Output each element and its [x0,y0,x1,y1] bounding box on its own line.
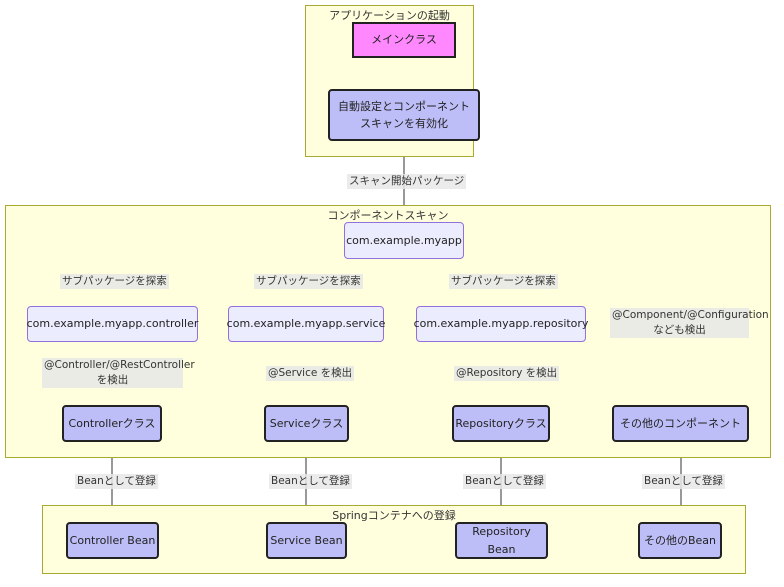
edge-label-sub-repository: サブパッケージを探索 [449,274,558,290]
edge-label-detect-controller: @Controller/@RestController を検出 [42,358,195,389]
edge-label-bean-service: Beanとして登録 [269,474,352,490]
base-package-node: com.example.myapp [344,222,464,259]
cluster-container-registration: Springコンテナへの登録 [42,505,746,574]
edge-label-sub-controller: サブパッケージを探索 [60,274,169,290]
controller-class-node: Controllerクラス [62,405,162,442]
edge-label-bean-controller: Beanとして登録 [75,474,158,490]
controller-package-node: com.example.myapp.controller [27,306,198,342]
edge-label-detect-other: @Component/@Configuration なども検出 [610,308,769,339]
service-class-node: Serviceクラス [264,405,349,442]
other-bean-node: その他のBean [638,522,722,559]
edge-label-bean-other: Beanとして登録 [642,474,725,490]
cluster-startup-title: アプリケーションの起動 [329,9,450,22]
cluster-scan-title: コンポーネントスキャン [327,209,449,222]
repository-class-node: Repositoryクラス [452,405,550,442]
other-components-node: その他のコンポーネント [612,405,749,442]
service-package-node: com.example.myapp.service [227,306,385,342]
cluster-register-title: Springコンテナへの登録 [332,509,456,522]
edge-label-bean-repository: Beanとして登録 [463,474,546,490]
main-class-node: メインクラス [352,22,456,58]
controller-bean-node: Controller Bean [66,522,159,559]
edge-label-detect-service: @Service を検出 [266,366,355,382]
repository-bean-node: Repository Bean [455,522,548,559]
edge-label-scan-start: スキャン開始パッケージ [347,174,467,190]
auto-config-node: 自動設定とコンポーネント スキャンを有効化 [328,89,480,141]
service-bean-node: Service Bean [266,522,347,559]
repository-package-node: com.example.myapp.repository [414,306,588,342]
edge-label-sub-service: サブパッケージを探索 [254,274,363,290]
edge-label-detect-repository: @Repository を検出 [454,366,560,382]
